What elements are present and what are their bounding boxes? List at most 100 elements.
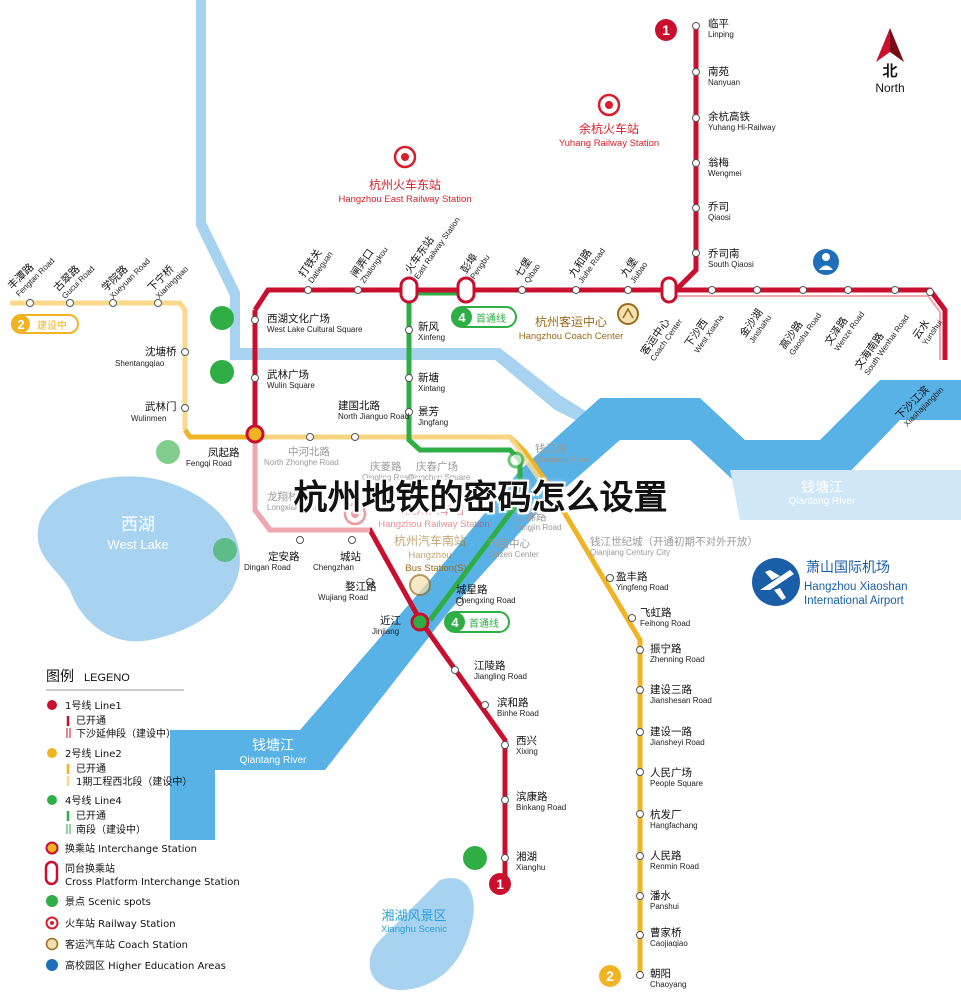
landmark-airport-en1: Hangzhou Xiaoshan: [804, 581, 908, 593]
station-label-en: Qianjiang Century City: [590, 548, 670, 557]
landmark-coach-center-en: Hangzhou Coach Center: [519, 331, 624, 342]
landmark-qiantang-ne: 钱塘江: [801, 480, 843, 496]
legend-item: 火车站 Railway Station: [65, 917, 176, 930]
station-label-en: Qingling Road: [362, 473, 413, 482]
station-label-en: Binhe Road: [497, 709, 539, 718]
legend-item: 1期工程西北段（建设中）: [76, 775, 192, 788]
west-lake: [37, 476, 241, 642]
station-label-en: Zhenning Road: [650, 655, 705, 664]
station-label-en: Xixing: [516, 747, 538, 756]
legend-item: 1号线 Line1: [65, 699, 122, 712]
station-label: 滨和路: [497, 696, 529, 709]
legend-item: 南段（建设中）: [76, 823, 146, 836]
station-label-en: Wujiang Road: [318, 593, 368, 602]
qiantang-river: [170, 380, 961, 840]
station-label: 临平: [708, 17, 729, 30]
station-label-en: North Jianguo Road: [338, 412, 409, 421]
badge-line2: 2: [17, 317, 24, 332]
landmark-airport-en2: International Airport: [804, 595, 905, 607]
station-label-en: Qiaosi: [708, 213, 731, 222]
station-label-en: Jiangling Road: [474, 672, 527, 681]
station-label: 新塘: [418, 371, 439, 384]
landmark-east-rail-en: Hangzhou East Railway Station: [338, 194, 471, 205]
landmark-bus-station: 杭州汽车南站: [394, 533, 466, 548]
landmark-west-lake-en: West Lake: [107, 537, 168, 552]
north-arrow: 北 North: [875, 28, 905, 95]
badge-line4-bottom-label: 首通线: [469, 617, 499, 630]
landmark-west-lake: 西湖: [121, 515, 155, 535]
station-label-en: Citizen Center: [488, 550, 539, 559]
line-2: [10, 300, 643, 975]
station-label-en: Linping: [708, 30, 734, 39]
station-label: 武林门: [145, 400, 177, 413]
badge-line4-bottom: 4: [451, 615, 459, 630]
station-label-en: People Square: [650, 779, 703, 788]
railway-station-icon: [393, 145, 417, 169]
station-label: 人民路: [650, 849, 682, 862]
line-badges: 1 1 2 建设中 2 4 首通线 4 首通线: [11, 19, 677, 987]
station-label-en: Caojiaqiao: [650, 939, 688, 948]
landmark-yuhang-rail-en: Yuhang Railway Station: [559, 138, 659, 149]
landmark-bus-station-en: Bus Station(S): [405, 563, 466, 574]
station-label: 龙翔桥: [267, 490, 299, 503]
legend-item: 客运汽车站 Coach Station: [65, 938, 188, 951]
station-label: 婺江路: [345, 580, 377, 593]
legend-item: 同台换乘站: [65, 862, 115, 875]
line1-east-ext: [668, 295, 941, 360]
landmarks: 余杭火车站 Yuhang Railway Station 杭州火车东站 Hang…: [107, 93, 908, 935]
station-label-en: Jianshesan Road: [650, 696, 712, 705]
station-label: 乔司: [708, 201, 729, 213]
station-label: 城星路: [456, 583, 488, 596]
landmark-qiantang-sw: 钱塘江: [252, 738, 294, 754]
landmark-hz-rail: 杭州火车站: [404, 502, 464, 517]
station-label-en: Jiansheyi Road: [650, 738, 705, 747]
landmark-qiantang-sw-en: Qiantang River: [240, 755, 307, 766]
station-label-en: Xinfeng: [418, 333, 445, 342]
badge-line1-top: 1: [662, 22, 670, 38]
fengqi-interchange: [245, 424, 265, 444]
station-label-en: Chengxing Road: [456, 596, 516, 605]
station-label-en: Nanyuan: [708, 78, 740, 87]
station-label: 飞虹路: [640, 606, 672, 619]
station-label: 钱江世纪城（开通初期不对外开放）: [590, 535, 758, 548]
station-label: 潘水: [650, 890, 671, 902]
station-label-en: Yuhang Hi-Railway: [708, 123, 776, 132]
legend-item: 景点 Scenic spots: [65, 896, 151, 908]
station-label: 定安路: [268, 550, 300, 563]
north-label: 北: [882, 62, 897, 80]
coach-center-interchange: [660, 276, 678, 304]
canal-east: [230, 348, 600, 432]
legend-item: 已开通: [76, 763, 106, 775]
station-label: 建设一路: [650, 725, 692, 738]
station-label: 西湖文化广场: [267, 312, 330, 325]
scenic-spot-icons: [156, 306, 487, 870]
station-label: 杭发厂: [650, 808, 682, 821]
page-title: 杭州地铁的密码怎么设置: [293, 478, 668, 518]
station-label: 近江: [380, 614, 401, 627]
station-label: 余杭高铁: [708, 110, 750, 123]
station-label: 庆春广场: [416, 460, 458, 473]
station-label-en: Qingchun Square: [408, 473, 471, 482]
legend-title-en: LEGENO: [84, 672, 130, 684]
station-label: 新风: [418, 320, 439, 333]
landmark-xianghu: 湘湖风景区: [381, 909, 446, 924]
badge-line4-top-label: 首通线: [476, 312, 506, 325]
landmark-airport: 萧山国际机场: [806, 560, 890, 576]
station-label-en: Jinjiang: [372, 627, 399, 636]
station-label-en: Binkang Road: [516, 803, 566, 812]
line2-construction: [10, 300, 188, 430]
legend-item: 2号线 Line2: [65, 747, 122, 760]
station-label-en: Longxiangqiao: [267, 503, 320, 512]
badge-line4-top: 4: [458, 310, 466, 325]
station-label: 沈塘桥: [145, 345, 177, 358]
station-label: 建国北路: [338, 399, 380, 412]
landmark-hz-rail-en: Hangzhou Railway Station: [378, 519, 489, 530]
station-label: 武林广场: [267, 368, 309, 381]
legend-title: 图例: [46, 669, 74, 685]
north-label-en: North: [875, 81, 904, 95]
water-layer: [37, 0, 961, 990]
station-label-en: Hangfachang: [650, 821, 698, 830]
station-label-en: Wengmei: [708, 169, 742, 178]
station-label: 景芳: [418, 405, 439, 418]
